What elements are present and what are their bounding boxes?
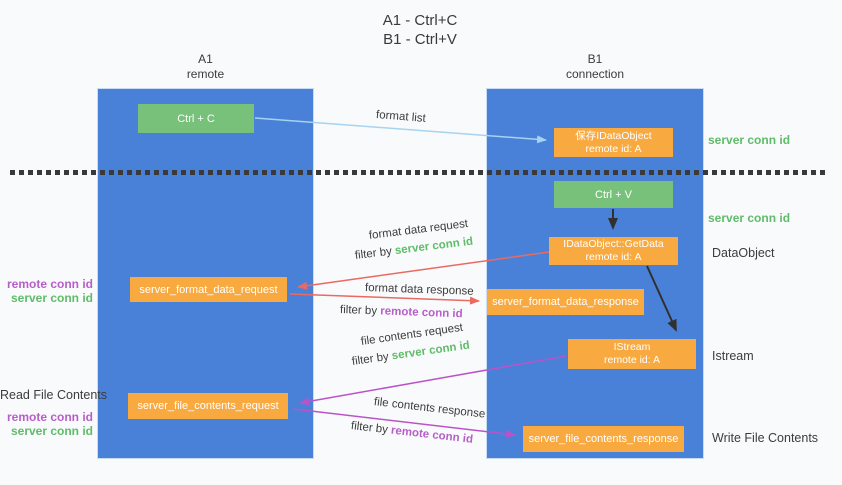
- lane-a1-subtitle: remote: [186, 67, 225, 81]
- filter-by-text: filter by: [339, 304, 381, 318]
- dataobject-label: DataObject: [712, 246, 775, 260]
- node-server-format-data-response: server_format_data_response: [487, 289, 644, 315]
- node-istream-line2: remote id: A: [603, 354, 661, 366]
- remote-conn-id-label: remote conn id: [6, 277, 93, 291]
- node-idataobject-getdata: IDataObject::GetData remote id: A: [549, 237, 678, 265]
- node-save-idataobject-line2: remote id: A: [585, 142, 642, 155]
- lane-header-b1: B1 connection: [486, 52, 704, 82]
- filter-by-text: filter by: [350, 420, 392, 437]
- label-format-data-response-filter: filter by remote conn id: [340, 304, 463, 320]
- node-save-idataobject-line1: 保存IDataObject: [575, 129, 652, 142]
- remote-conn-id-label: remote conn id: [6, 410, 93, 424]
- lane-a1-title: A1: [198, 52, 213, 66]
- node-ctrl-c: Ctrl + C: [138, 104, 254, 133]
- remote-conn-id-key: remote conn id: [380, 305, 463, 321]
- lane-header-a1: A1 remote: [97, 52, 314, 82]
- label-format-list: format list: [375, 109, 427, 125]
- node-istream: IStream remote id: A: [568, 339, 696, 369]
- server-conn-id-label: server conn id: [10, 423, 93, 438]
- read-file-contents-label: Read File Contents: [0, 388, 108, 402]
- filter-by-text: filter by: [351, 350, 393, 368]
- node-server-file-contents-response: server_file_contents_response: [523, 426, 684, 452]
- copy-paste-separator-line: [10, 170, 825, 175]
- server-conn-id-key: server conn id: [394, 235, 474, 258]
- write-file-contents-label: Write File Contents: [712, 431, 819, 445]
- server-conn-id-mid-label: server conn id: [708, 211, 791, 225]
- title-line-1: A1 - Ctrl+C: [382, 12, 458, 29]
- node-getdata-line1: IDataObject::GetData: [563, 238, 664, 250]
- node-server-file-contents-request: server_file_contents_request: [128, 393, 288, 419]
- node-getdata-line2: remote id: A: [585, 251, 642, 263]
- lane-b1-title: B1: [587, 52, 603, 66]
- istream-label: Istream: [712, 349, 754, 363]
- remote-conn-id-key: remote conn id: [390, 424, 474, 446]
- label-format-data-response: format data response: [364, 282, 474, 298]
- file-request-conn-ids: remote conn id server conn id: [0, 410, 93, 438]
- server-conn-id-key: server conn id: [391, 339, 471, 363]
- node-istream-line1: IStream: [613, 341, 651, 353]
- diagram-title: A1 - Ctrl+C B1 - Ctrl+V: [300, 11, 540, 49]
- node-save-idataobject: 保存IDataObject remote id: A: [554, 128, 673, 157]
- server-conn-id-label: server conn id: [10, 290, 93, 305]
- lane-b1-subtitle: connection: [565, 67, 625, 81]
- server-conn-id-top-label: server conn id: [708, 133, 791, 147]
- format-request-conn-ids: remote conn id server conn id: [0, 277, 93, 305]
- label-file-contents-response: file contents response: [373, 396, 486, 421]
- label-file-contents-response-filter: filter by remote conn id: [350, 420, 473, 446]
- node-server-format-data-request: server_format_data_request: [130, 277, 287, 302]
- title-line-2: B1 - Ctrl+V: [383, 31, 457, 48]
- node-ctrl-v: Ctrl + V: [554, 181, 673, 208]
- filter-by-text: filter by: [354, 245, 396, 262]
